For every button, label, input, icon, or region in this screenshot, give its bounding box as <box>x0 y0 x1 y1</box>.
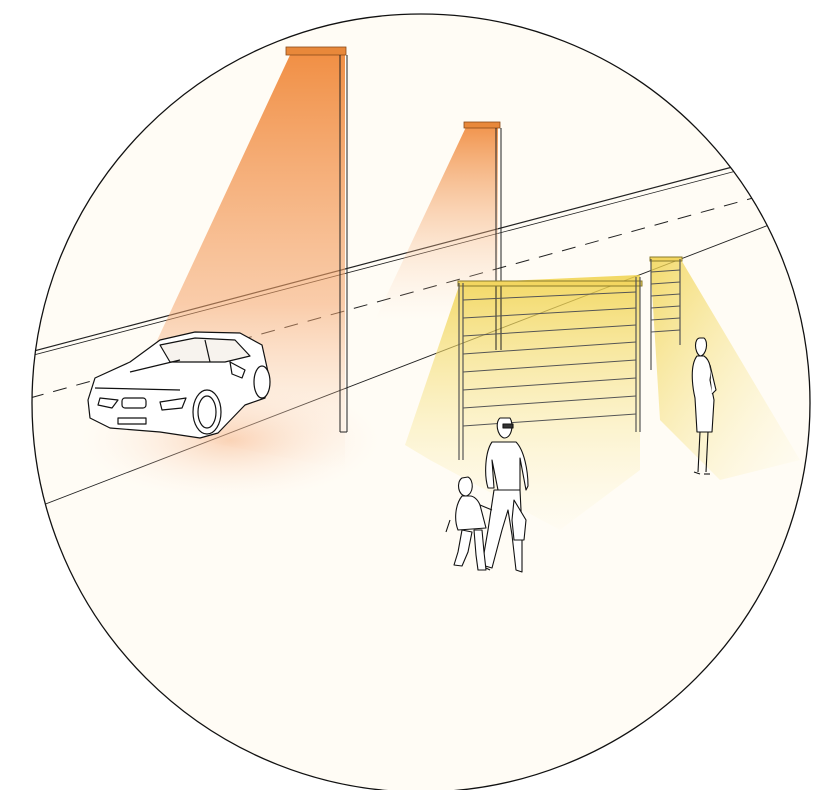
lighting-illustration <box>0 0 831 790</box>
